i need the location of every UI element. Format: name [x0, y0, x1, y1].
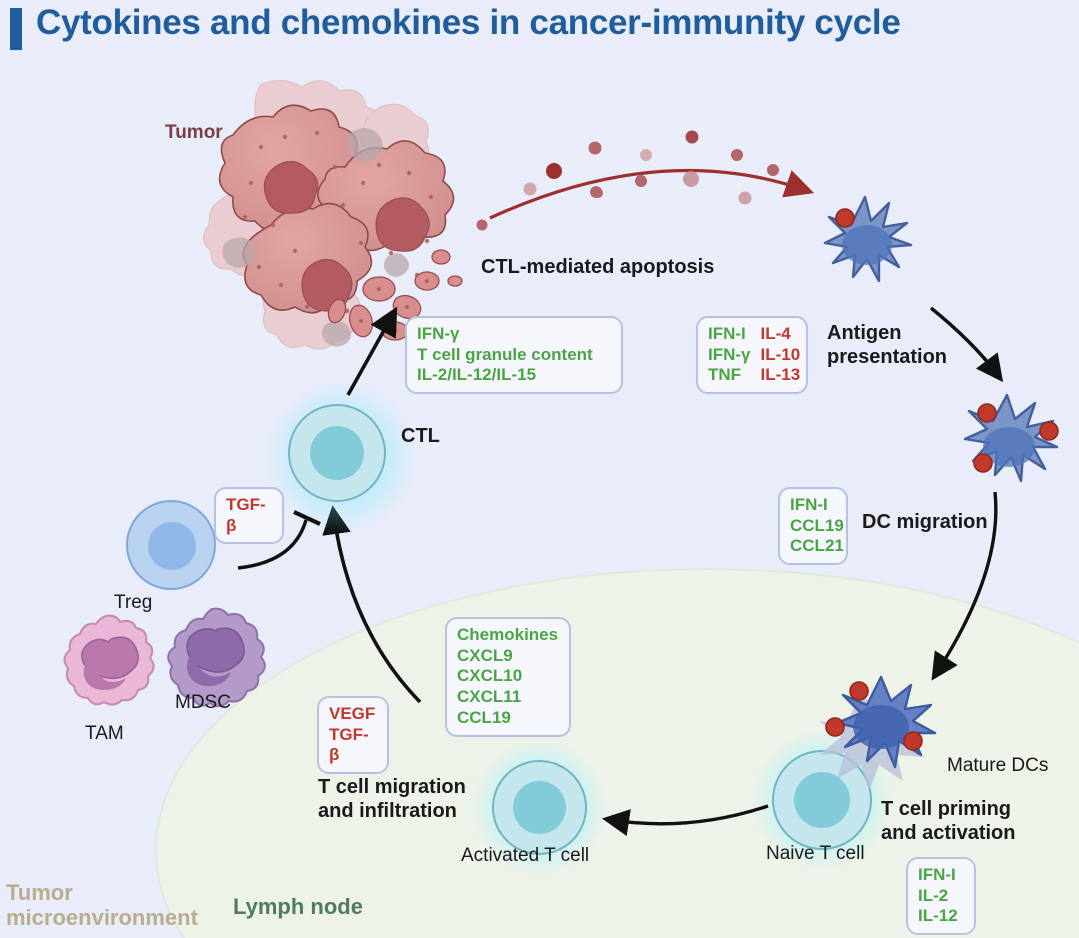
naive-t-cell-label: Naive T cell — [766, 843, 865, 864]
treg-label: Treg — [114, 592, 153, 613]
mature-dcs-label: Mature DCs — [947, 755, 1049, 776]
dendritic-cell-mature — [819, 675, 937, 791]
ctl-cell — [288, 404, 386, 502]
step-t-cell-migration: T cell migration and infiltration — [318, 776, 466, 822]
cytokine-line: CCL21 — [790, 536, 844, 556]
t-cell-trafficking-arrow — [601, 804, 769, 837]
cytokine-line: VEGF — [329, 704, 376, 723]
dc-migration-arrow — [931, 491, 998, 681]
dendritic-cell-antigen-loaded — [963, 393, 1059, 483]
t-cell-infiltration-arrow — [322, 505, 422, 704]
cytokine-cell: IL-10 — [760, 344, 801, 364]
cytokine-line: CXCL9 — [457, 645, 513, 665]
cytokine-cell: IL-13 — [760, 365, 801, 385]
cytokine-line: CCL19 — [457, 707, 511, 727]
cytokine-box-antigen-release: IFN-I IL-4 IFN-γ IL-10 TNF IL-13 — [696, 316, 808, 395]
treg-nucleus — [148, 522, 196, 570]
activated-t-cell — [492, 760, 587, 855]
cytokine-line: IFN-I — [790, 495, 828, 514]
cytokine-line: T cell granule content — [417, 344, 593, 364]
title-accent-bar — [10, 8, 22, 50]
cytokine-cell: IFN-I — [708, 324, 746, 343]
cytokine-line: IFN-γ — [417, 324, 460, 343]
tumor-mass-illustration — [202, 79, 463, 350]
step-ctl-mediated-apoptosis: CTL-mediated apoptosis — [481, 256, 715, 278]
activated-t-cell-label: Activated T cell — [461, 845, 590, 866]
tumor-microenvironment-label: Tumor microenvironment — [6, 880, 198, 931]
cytokine-line: CXCL11 — [457, 687, 522, 707]
cytokine-box-suppressive-migration: VEGF TGF-β — [317, 696, 389, 775]
cytokine-box-dc-migration: IFN-I CCL19 CCL21 — [778, 487, 848, 566]
cytokine-box-killing: IFN-γ T cell granule content IL-2/IL-12/… — [405, 316, 623, 395]
cytokine-line: CCL19 — [790, 515, 844, 535]
cytokine-box-trafficking: Chemokines CXCL9 CXCL10 CXCL11 CCL19 — [445, 617, 571, 737]
cytokine-line: IL-2/IL-12/IL-15 — [417, 365, 537, 385]
cytokine-line: Chemokines — [457, 625, 559, 644]
cytokine-line: IL-12 — [918, 906, 958, 926]
step-dc-migration: DC migration — [862, 511, 988, 533]
cytokine-box-treg-suppression: TGF-β — [214, 487, 284, 545]
tumor-label: Tumor — [165, 122, 223, 143]
cytokine-cell: IFN-γ — [708, 344, 751, 364]
step-antigen-presentation: Antigen presentation — [827, 322, 948, 368]
cytokine-cell: IL-4 — [760, 324, 791, 343]
page-title: Cytokines and chemokines in cancer-immun… — [36, 3, 901, 42]
antigen-release-arrow — [476, 130, 815, 231]
cytokine-line: CXCL10 — [457, 666, 523, 686]
step-t-cell-priming: T cell priming and activation — [881, 798, 1016, 844]
cytokine-line: TGF-β — [226, 495, 266, 535]
ctl-killing-arrow — [346, 306, 398, 396]
mdsc-label: MDSC — [175, 692, 231, 713]
lymph-node-label: Lymph node — [233, 894, 363, 919]
tam-cell — [63, 614, 155, 706]
cytokine-cell: TNF — [708, 365, 742, 385]
antigen-presentation-arrow — [929, 306, 1004, 383]
cytokine-line: TGF-β — [329, 724, 369, 765]
treg-inhibition-arrow — [237, 510, 321, 570]
ctl-label: CTL — [401, 425, 440, 447]
cytokine-line: IFN-I — [918, 865, 956, 884]
dendritic-cell-immature — [823, 195, 913, 283]
tam-label: TAM — [85, 723, 124, 744]
cytokine-line: IL-2 — [918, 885, 949, 905]
mdsc-cell — [167, 607, 266, 707]
cytokine-box-priming: IFN-I IL-2 IL-12 — [906, 857, 976, 936]
